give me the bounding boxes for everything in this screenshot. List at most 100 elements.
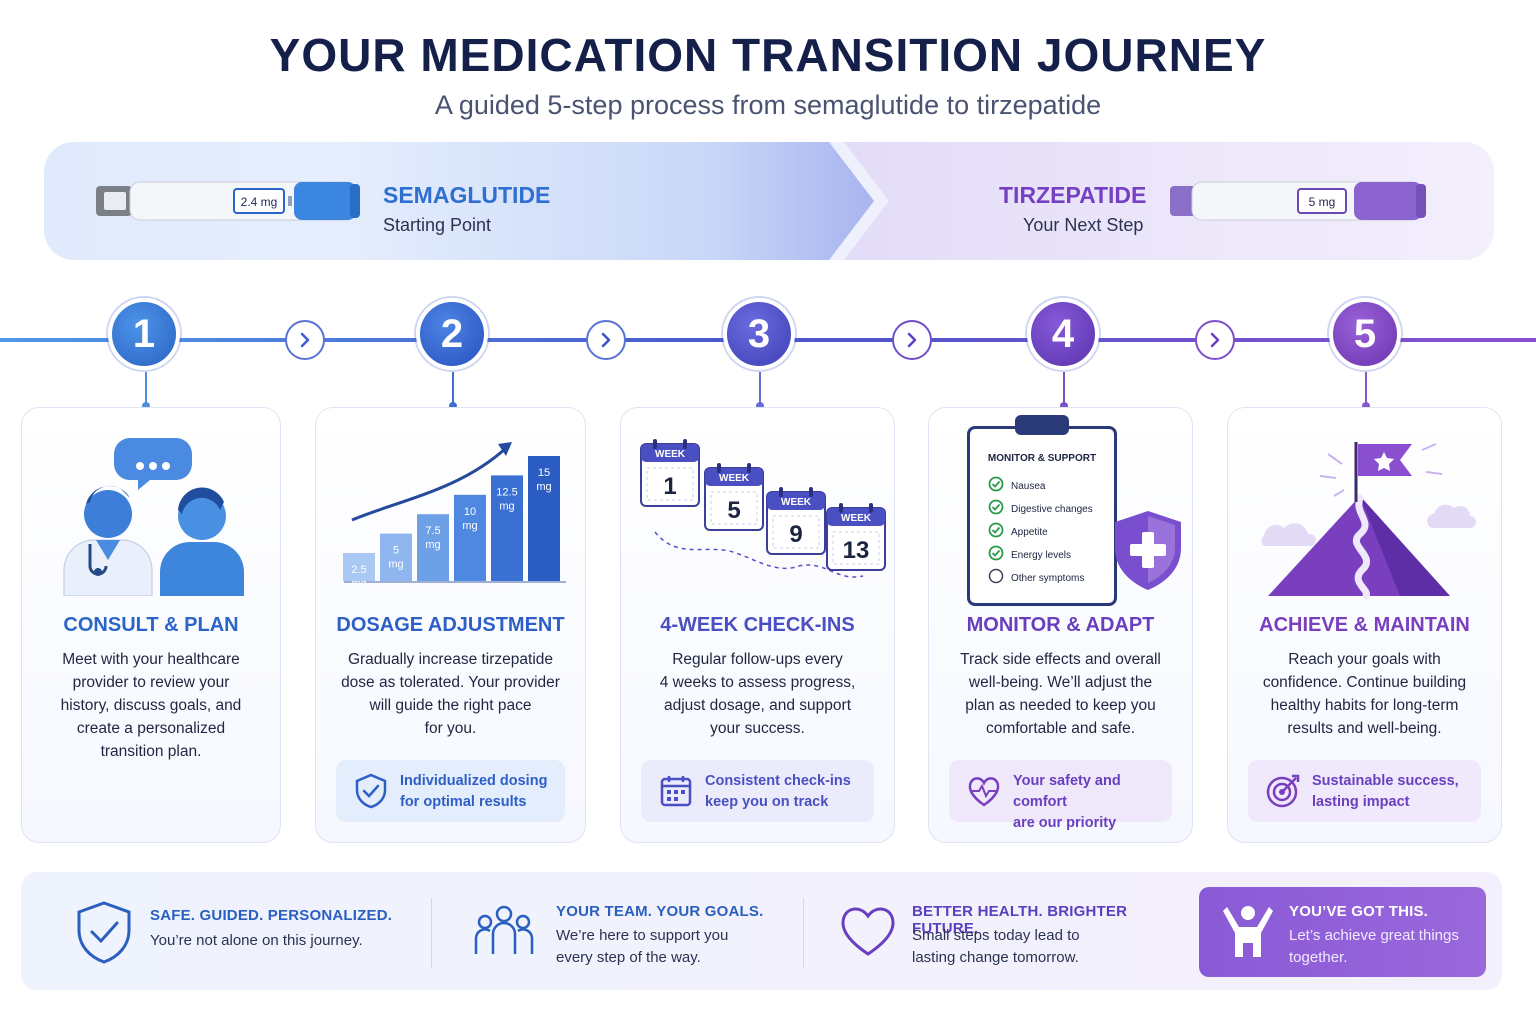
step-5-card: ACHIEVE & MAINTAIN Reach your goals with… — [1227, 407, 1502, 843]
check-circle-icon — [988, 545, 1004, 566]
step-4-badge: 4 — [1027, 298, 1099, 370]
step-5-note: Sustainable success,lasting impact — [1248, 760, 1481, 822]
calendar-icon — [660, 776, 692, 807]
checklist-item: Nausea — [988, 476, 1045, 497]
checklist-item-label: Other symptoms — [1011, 572, 1085, 584]
step-4-title: MONITOR & ADAPT — [966, 614, 1155, 636]
heart-pulse-icon — [968, 777, 1000, 807]
step-2-connector — [452, 372, 454, 406]
step-5-badge: 5 — [1329, 298, 1401, 370]
step-4-connector-dot — [1060, 402, 1068, 410]
clipboard-title: MONITOR & SUPPORT — [987, 453, 1097, 464]
dose-bar — [491, 475, 523, 581]
step-5-connector — [1365, 372, 1367, 406]
check-circle-icon — [988, 499, 1004, 520]
footer-divider — [803, 898, 804, 968]
step-1-card: CONSULT & PLAN Meet with your healthcare… — [21, 407, 281, 843]
target-icon — [1266, 774, 1300, 808]
doctor-patient-consult-icon — [63, 438, 244, 596]
footer-divider — [431, 898, 432, 968]
chevron-right-icon — [892, 320, 932, 360]
celebrate-person-icon — [1223, 906, 1273, 957]
week-label: WEEK — [841, 513, 872, 524]
to-medication-name: TIRZEPATIDE — [999, 182, 1147, 208]
step-3-title: 4-WEEK CHECK-INS — [660, 614, 855, 636]
footer-item-team: YOUR TEAM. YOUR GOALS. We’re here to sup… — [431, 872, 803, 990]
dose-bar — [380, 533, 412, 581]
chevron-right-icon — [285, 320, 325, 360]
clipboard-clip — [1015, 415, 1069, 435]
semaglutide-pen-dose: 2.4 mg — [241, 195, 278, 209]
step-3-badge: 3 — [723, 298, 795, 370]
step-2-title: DOSAGE ADJUSTMENT — [336, 614, 565, 636]
dose-bar — [417, 514, 449, 581]
check-circle-icon — [988, 476, 1004, 497]
week-number: 9 — [789, 521, 802, 548]
page-subtitle: A guided 5-step process from semaglutide… — [434, 90, 1102, 120]
footer-item-safe-title: SAFE. GUIDED. PERSONALIZED. — [150, 907, 393, 924]
chevron-right-icon — [1195, 320, 1235, 360]
week-calendar-icon — [766, 487, 826, 555]
dose-bar-unit: mg — [425, 539, 440, 551]
dose-bar — [343, 553, 375, 581]
dose-bar-unit: mg — [499, 500, 514, 512]
step-5-connector-dot — [1362, 402, 1370, 410]
shield-check-icon — [77, 901, 131, 964]
week-calendar-icon — [704, 463, 764, 531]
page-title: YOUR MEDICATION TRANSITION JOURNEY — [269, 29, 1267, 81]
footer-item-health: BETTER HEALTH. BRIGHTER FUTURE. Small st… — [803, 872, 1193, 990]
week-calendar-icon — [826, 503, 886, 571]
dose-bar — [454, 494, 486, 581]
team-icon — [474, 905, 534, 954]
week-number: 13 — [843, 537, 870, 564]
checklist-item-label: Appetite — [1011, 526, 1048, 538]
week-label: WEEK — [719, 473, 750, 484]
tirzepatide-pen-icon: 5 mg — [1170, 181, 1426, 221]
checklist-item: Appetite — [988, 522, 1048, 543]
check-circle-icon — [988, 522, 1004, 543]
empty-circle-icon — [988, 568, 1004, 589]
from-medication-label: Starting Point — [383, 215, 492, 235]
footer-panel: SAFE. GUIDED. PERSONALIZED. You’re not a… — [21, 872, 1502, 990]
dose-bar-value: 12.5 — [496, 486, 517, 498]
to-medication-label: Your Next Step — [1023, 215, 1144, 235]
dose-bar-value: 5 — [393, 545, 399, 557]
week-label: WEEK — [655, 449, 686, 460]
tirzepatide-pen-dose: 5 mg — [1309, 195, 1336, 209]
step-1-connector — [145, 372, 147, 406]
week-number: 1 — [663, 473, 676, 500]
checklist-item: Other symptoms — [988, 568, 1085, 589]
step-2-badge: 2 — [416, 298, 488, 370]
checklist-item-label: Digestive changes — [1011, 503, 1093, 515]
dose-bar-value: 2.5 — [351, 564, 366, 576]
footer-item-safe: SAFE. GUIDED. PERSONALIZED. You’re not a… — [21, 872, 431, 990]
step-5-note-text: Sustainable success,lasting impact — [1312, 773, 1459, 810]
dose-bar-value: 7.5 — [425, 525, 440, 537]
week-calendar-icon — [640, 439, 700, 507]
step-5-title: ACHIEVE & MAINTAIN — [1259, 614, 1470, 636]
shield-check-icon — [355, 773, 387, 809]
dose-bar — [528, 456, 560, 581]
from-medication-name: SEMAGLUTIDE — [383, 182, 551, 208]
dose-bar-unit: mg — [388, 559, 403, 571]
footer-item-encouragement: YOU’VE GOT THIS. Let’s achieve great thi… — [1199, 887, 1486, 977]
dose-bar-unit: mg — [462, 520, 477, 532]
dose-bar-value: 15 — [538, 467, 550, 479]
week-label: WEEK — [781, 497, 812, 508]
step-1-connector-dot — [142, 402, 150, 410]
